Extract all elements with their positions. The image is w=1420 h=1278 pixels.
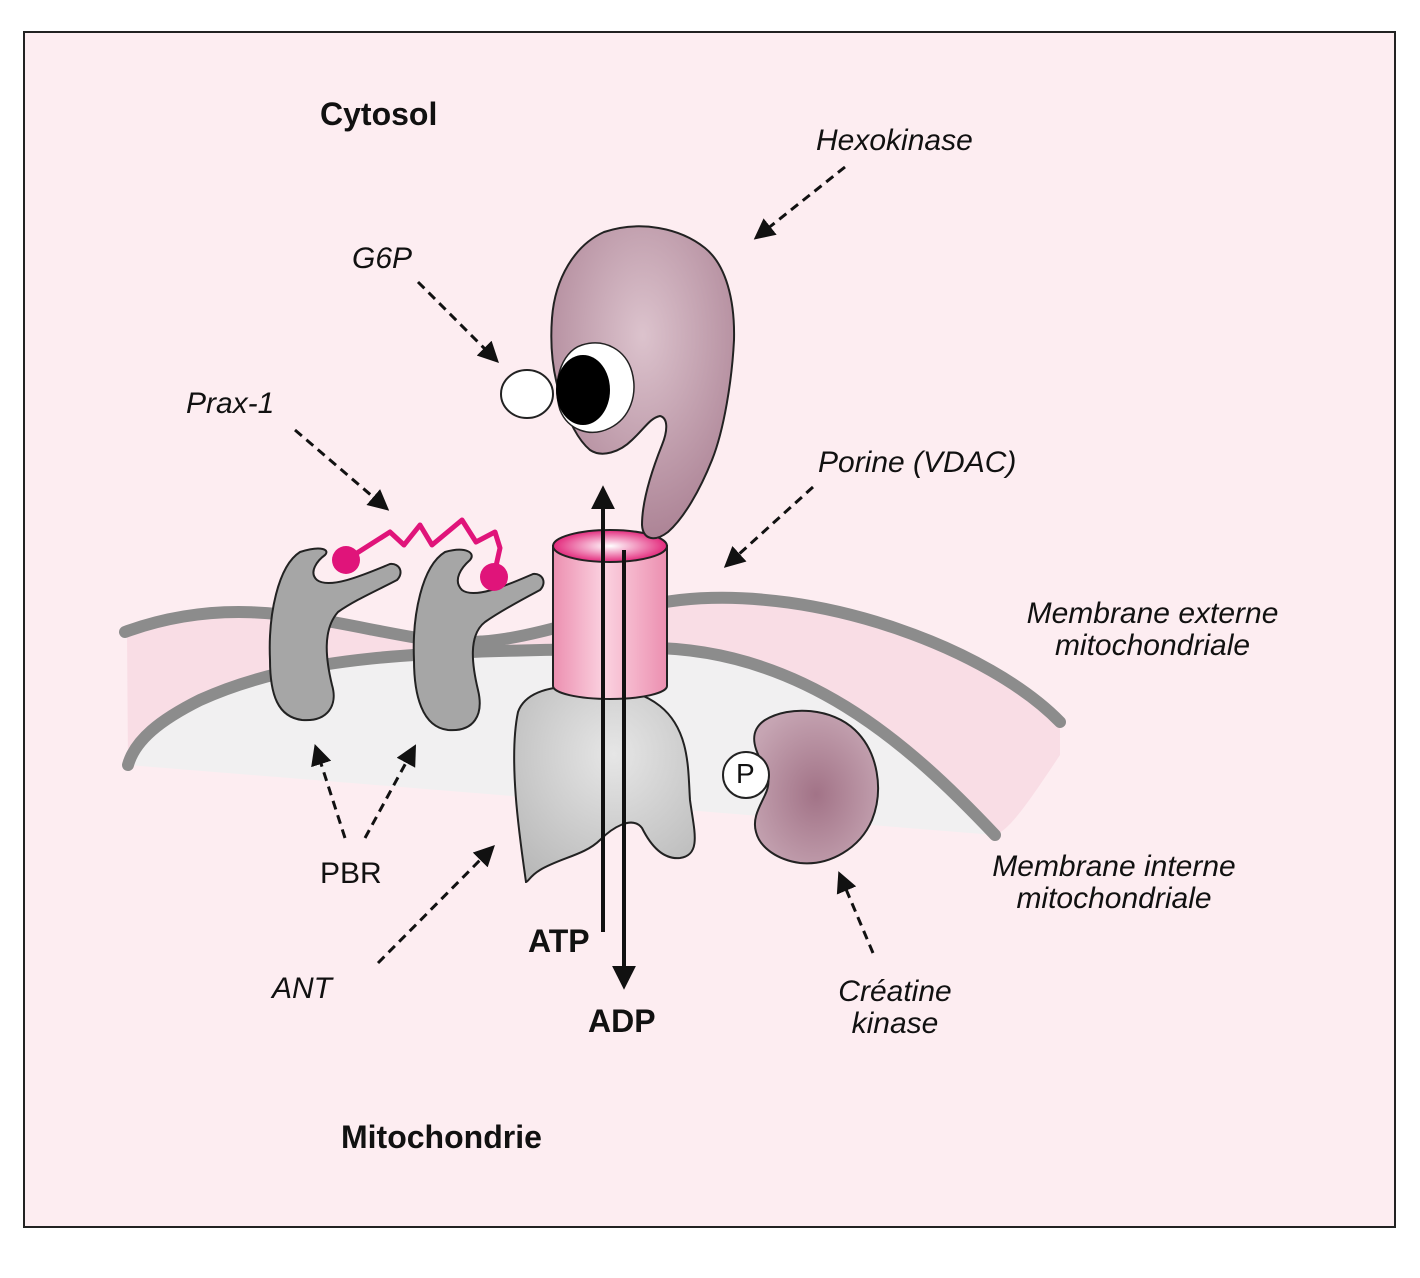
- label-membrane-externe-line2: mitochondriale: [1054, 628, 1251, 662]
- porine-body: [552, 545, 668, 700]
- label-membrane-externe: Membrane externe mitochondriale: [1010, 598, 1295, 661]
- label-porine: Porine (VDAC): [818, 446, 1017, 479]
- label-hexokinase: Hexokinase: [816, 124, 973, 157]
- prax1-pointer: [294, 428, 390, 511]
- g6p-pointer: [416, 280, 499, 363]
- phosphate-circle: [722, 751, 770, 799]
- pbr-pointer-left: [311, 744, 347, 839]
- porine-top: [552, 529, 668, 563]
- label-membrane-interne-line2: mitochondriale: [1016, 881, 1212, 915]
- label-pbr: PBR: [320, 857, 382, 890]
- prax1-head-right: [480, 563, 508, 591]
- label-creatine-line2: kinase: [851, 1006, 939, 1040]
- inner-membrane: [122, 641, 1001, 841]
- label-adp: ADP: [588, 1003, 656, 1039]
- label-membrane-interne-line1: Membrane interne: [992, 850, 1236, 883]
- label-prax1: Prax-1: [186, 387, 275, 420]
- pbr-protein-right: [412, 548, 545, 732]
- label-phosphate: P: [736, 758, 755, 789]
- label-membrane-interne: Membrane interne mitochondriale: [974, 851, 1254, 914]
- g6p-molecule: [500, 369, 554, 419]
- label-atp: ATP: [528, 923, 590, 959]
- label-ant: ANT: [272, 972, 332, 1005]
- region-cytosol: Cytosol: [320, 96, 438, 132]
- porine-pointer: [723, 485, 815, 568]
- label-g6p: G6P: [352, 242, 413, 275]
- label-membrane-externe-line1: Membrane externe: [1026, 597, 1279, 630]
- region-mitochondrie: Mitochondrie: [341, 1119, 542, 1155]
- prax1-chain: [344, 517, 503, 576]
- label-creatine-kinase: Créatine kinase: [810, 976, 980, 1039]
- ant-pointer: [376, 845, 495, 965]
- prax1-head-left: [332, 546, 360, 574]
- creatine-kinase-protein: [753, 709, 879, 865]
- pbr-protein-left: [268, 547, 402, 722]
- hexokinase-pointer: [753, 165, 846, 240]
- label-creatine-line1: Créatine: [838, 975, 952, 1008]
- glucose-black: [556, 355, 610, 425]
- pbr-pointer-right: [363, 744, 417, 839]
